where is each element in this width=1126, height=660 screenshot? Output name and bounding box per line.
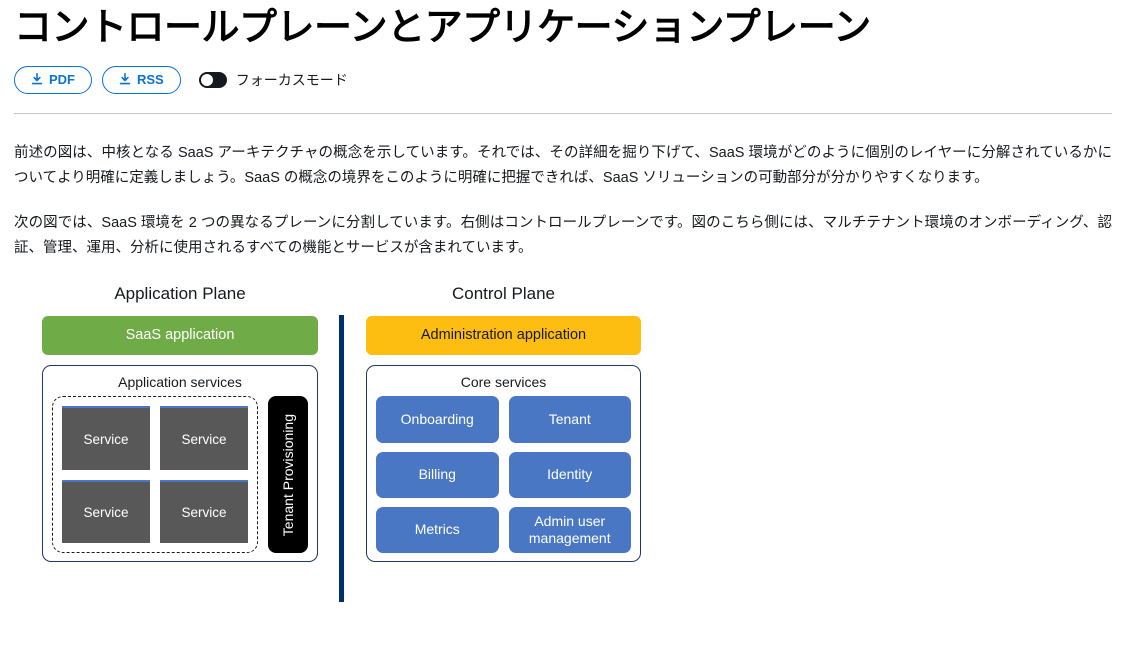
application-services-caption: Application services xyxy=(118,373,242,390)
core-services-caption: Core services xyxy=(460,373,547,390)
control-plane-title: Control Plane xyxy=(451,283,555,303)
administration-application-banner: Administration application xyxy=(366,315,641,355)
core-service-billing: Billing xyxy=(376,451,499,498)
download-rss-label: RSS xyxy=(137,72,164,88)
service-box: Service xyxy=(160,479,248,544)
core-services-box: Core services Onboarding Tenant Billing … xyxy=(366,364,641,562)
download-icon xyxy=(31,73,43,86)
plane-divider xyxy=(339,314,344,602)
tenant-provisioning-label: Tenant Provisioning xyxy=(280,413,296,536)
download-icon xyxy=(119,73,131,86)
header-divider xyxy=(14,112,1112,114)
toggle-knob-icon xyxy=(200,73,213,86)
download-pdf-button[interactable]: PDF xyxy=(14,65,92,94)
core-services-grid: Onboarding Tenant Billing Identity Metri… xyxy=(376,396,631,554)
focus-mode-toggle-group[interactable]: フォーカスモード xyxy=(198,70,348,90)
tenant-provisioning-bar: Tenant Provisioning xyxy=(268,396,308,554)
service-box: Service xyxy=(160,406,248,470)
paragraph-1: 前述の図は、中核となる SaaS アーキテクチャの概念を示しています。それでは、… xyxy=(14,144,1112,186)
paragraph-2: 次の図では、SaaS 環境を 2 つの異なるプレーンに分割しています。右側はコン… xyxy=(14,214,1112,256)
core-service-onboarding: Onboarding xyxy=(376,396,499,443)
core-service-metrics: Metrics xyxy=(376,507,499,554)
application-plane-title: Application Plane xyxy=(114,283,246,303)
service-box: Service xyxy=(62,406,150,470)
article-body: 前述の図は、中核となる SaaS アーキテクチャの概念を示しています。それでは、… xyxy=(14,141,1112,261)
core-service-identity: Identity xyxy=(508,451,631,498)
application-services-inner: Service Service Service Service Tenant P… xyxy=(52,396,308,554)
service-box: Service xyxy=(62,479,150,544)
application-plane: Application Plane SaaS application Appli… xyxy=(42,285,318,562)
saas-application-banner: SaaS application xyxy=(42,315,318,355)
planes-diagram: Application Plane SaaS application Appli… xyxy=(0,285,1126,621)
download-pdf-label: PDF xyxy=(49,72,75,88)
application-services-box: Application services Service Service Ser… xyxy=(42,364,318,562)
focus-mode-label: フォーカスモード xyxy=(235,71,348,88)
core-service-tenant: Tenant xyxy=(508,396,631,443)
action-bar: PDF RSS フォーカスモード xyxy=(14,65,1126,94)
service-group: Service Service Service Service xyxy=(52,396,258,554)
page-title: コントロールプレーンとアプリケーションプレーン xyxy=(14,7,871,49)
control-plane: Control Plane Administration application… xyxy=(366,285,641,562)
focus-mode-toggle[interactable] xyxy=(198,71,227,88)
core-service-admin-user-management: Admin user management xyxy=(508,507,631,554)
download-rss-button[interactable]: RSS xyxy=(102,65,181,94)
